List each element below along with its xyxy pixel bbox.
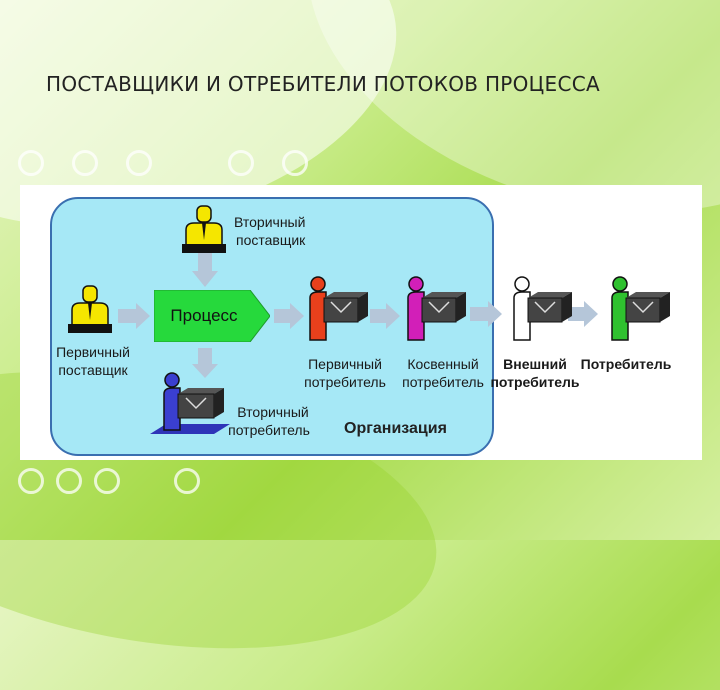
- secondary-supplier-label-line1: Вторичный: [234, 214, 306, 230]
- down-arrow-icon: [192, 348, 218, 378]
- external-consumer-label-line1: Внешний: [503, 356, 567, 372]
- decorative-ring: [18, 468, 44, 494]
- primary-consumer-label-line2: потребитель: [304, 374, 386, 390]
- consumer-label: Потребитель: [580, 356, 672, 372]
- down-arrow-icon: [192, 253, 218, 287]
- indirect-consumer-icon: [407, 276, 466, 341]
- external-consumer-label-line2: потребитель: [490, 374, 580, 390]
- primary-consumer-icon: [309, 276, 368, 341]
- organization-label: Организация: [344, 420, 447, 437]
- right-arrow-icon: [470, 301, 502, 327]
- secondary-consumer-label-line1: Вторичный: [237, 404, 309, 420]
- secondary-supplier-icon: [182, 205, 226, 253]
- secondary-supplier-label-line2: поставщик: [236, 232, 306, 248]
- indirect-consumer-label-line1: Косвенный: [407, 356, 479, 372]
- decorative-ring: [174, 468, 200, 494]
- right-arrow-icon: [568, 301, 598, 327]
- decorative-ring: [282, 150, 308, 176]
- primary-consumer-label-line1: Первичный: [308, 356, 382, 372]
- decorative-ring: [56, 468, 82, 494]
- right-arrow-icon: [118, 303, 150, 329]
- decorative-ring: [228, 150, 254, 176]
- decorative-ring: [126, 150, 152, 176]
- decorative-ring: [18, 150, 44, 176]
- primary-supplier-label-line2: поставщик: [58, 362, 128, 378]
- process-label: Процесс: [170, 306, 238, 325]
- process-block: [154, 290, 270, 342]
- slide-title: ПОСТАВЩИКИ И ОТРЕБИТЕЛИ ПОТОКОВ ПРОЦЕССА: [46, 72, 600, 96]
- secondary-consumer-icon: [150, 372, 230, 434]
- secondary-consumer-label-line2: потребитель: [228, 422, 310, 438]
- primary-supplier-label-line1: Первичный: [56, 344, 130, 360]
- right-arrow-icon: [274, 303, 304, 329]
- decorative-ring: [72, 150, 98, 176]
- indirect-consumer-label-line2: потребитель: [402, 374, 484, 390]
- decorative-ring: [94, 468, 120, 494]
- right-arrow-icon: [370, 303, 400, 329]
- consumer-icon: [611, 276, 670, 341]
- primary-supplier-icon: [68, 285, 112, 333]
- external-consumer-icon: [513, 276, 572, 341]
